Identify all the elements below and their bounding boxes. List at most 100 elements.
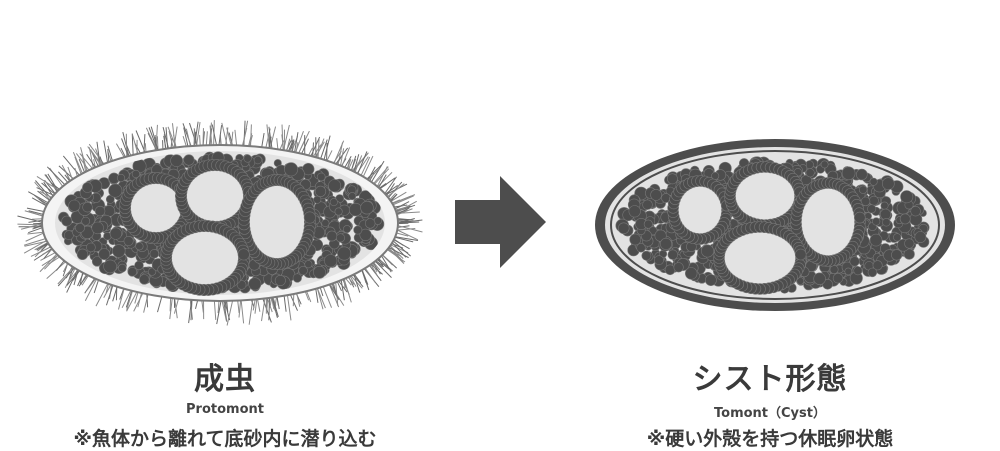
- granule: [868, 205, 876, 213]
- granule: [244, 155, 252, 163]
- granule: [880, 209, 891, 220]
- granule: [900, 214, 910, 224]
- granule: [82, 183, 92, 193]
- cilium: [337, 282, 341, 291]
- granule: [629, 206, 641, 218]
- cilium: [344, 279, 351, 302]
- granule: [891, 250, 902, 261]
- granule: [637, 243, 646, 252]
- granule: [870, 234, 882, 246]
- stage-title: シスト形態: [600, 354, 940, 398]
- granule: [845, 268, 852, 275]
- cilium: [96, 284, 108, 307]
- granule: [293, 274, 302, 283]
- granule: [830, 266, 838, 274]
- granule: [854, 267, 862, 275]
- cilium: [200, 135, 201, 145]
- granule: [317, 173, 325, 181]
- granule: [806, 169, 814, 177]
- cilium: [318, 139, 319, 158]
- granule: [136, 242, 144, 250]
- granule: [330, 198, 337, 205]
- granule: [62, 216, 72, 226]
- cilium: [172, 123, 175, 147]
- cilium: [239, 300, 241, 317]
- granule: [814, 273, 826, 285]
- cilium: [353, 275, 363, 287]
- cilium: [231, 132, 232, 145]
- granule: [795, 249, 806, 260]
- cilium: [258, 299, 260, 312]
- stage-title: 成虫: [60, 354, 390, 398]
- stage-subtitle: Tomont（Cyst）: [600, 402, 940, 421]
- cilium: [327, 150, 332, 160]
- granule: [859, 186, 867, 194]
- granule: [117, 174, 125, 182]
- cilium: [269, 298, 270, 320]
- granule: [184, 155, 195, 166]
- stage-note: ※魚体から離れて底砂内に潜り込む: [30, 424, 420, 451]
- granule: [104, 260, 117, 273]
- cilium: [81, 147, 87, 171]
- cilium: [241, 300, 243, 323]
- granule: [901, 191, 913, 203]
- granule: [328, 180, 340, 192]
- granule: [284, 163, 297, 176]
- cilium: [262, 298, 265, 321]
- cilium: [222, 123, 227, 145]
- cilium: [138, 293, 142, 307]
- granule: [139, 275, 149, 285]
- granule: [618, 223, 629, 234]
- granule: [110, 228, 122, 240]
- granule: [850, 257, 860, 267]
- granule: [338, 247, 351, 260]
- granule: [654, 256, 663, 265]
- granule: [314, 196, 321, 203]
- granule: [171, 155, 183, 167]
- cilium: [145, 143, 146, 152]
- granule: [821, 161, 828, 168]
- granule: [842, 167, 855, 180]
- granule: [254, 156, 262, 164]
- granule: [150, 249, 159, 258]
- arrow-right-icon: [455, 176, 546, 268]
- granule: [118, 264, 126, 272]
- granule: [249, 278, 261, 290]
- cilium: [284, 296, 286, 312]
- cilium: [116, 144, 124, 158]
- granule: [354, 226, 362, 234]
- cilium: [393, 196, 414, 205]
- granule: [349, 203, 362, 216]
- granule: [643, 200, 653, 210]
- granule: [651, 189, 662, 200]
- granule: [83, 202, 93, 212]
- granule: [365, 219, 375, 229]
- cilium: [293, 294, 294, 306]
- granule: [335, 208, 342, 215]
- granule: [642, 251, 651, 260]
- granule: [667, 174, 677, 184]
- granule: [304, 212, 315, 223]
- cilium: [238, 301, 239, 313]
- granule: [833, 273, 843, 283]
- granule: [905, 239, 915, 249]
- granule: [69, 200, 80, 211]
- granule: [882, 178, 894, 190]
- granule: [893, 234, 901, 242]
- granule: [343, 225, 350, 232]
- cilium: [108, 149, 109, 162]
- granule: [915, 232, 926, 243]
- granule: [868, 268, 877, 277]
- granule: [82, 217, 90, 225]
- cilium: [157, 297, 161, 312]
- cilium: [62, 165, 70, 181]
- granule: [322, 219, 329, 226]
- cilium: [175, 298, 178, 318]
- granule: [315, 186, 326, 197]
- granule: [872, 218, 880, 226]
- cilium: [380, 178, 395, 189]
- cilium: [56, 261, 64, 271]
- granule: [861, 197, 870, 206]
- granule: [856, 169, 867, 180]
- granule: [361, 201, 374, 214]
